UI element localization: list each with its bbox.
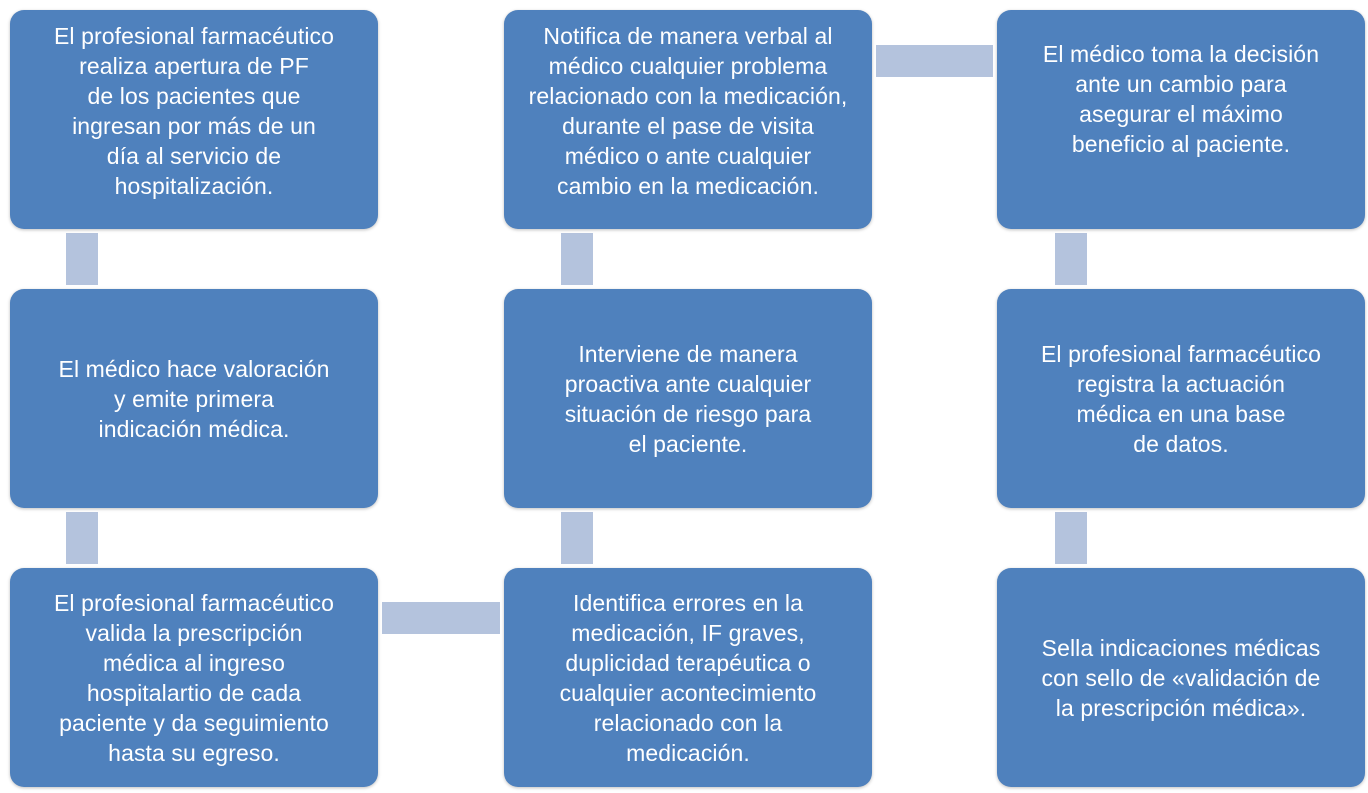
step-5-line: Interviene de manera <box>578 340 798 367</box>
step-4-line: duplicidad terapéutica o <box>565 649 811 676</box>
step-6-line: médico o ante cualquier <box>564 142 812 169</box>
connector-step7-step8 <box>1055 233 1087 285</box>
step-1-line: hospitalización. <box>114 172 274 199</box>
step-3-line: hospitalartio de cada <box>86 679 302 706</box>
step-3-line: hasta su egreso. <box>108 739 280 766</box>
connector-step4-step5 <box>561 512 593 564</box>
step-5-line: situación de riesgo para <box>564 400 812 427</box>
step-text-9: Sella indicaciones médicas con sello de … <box>1042 633 1321 723</box>
step-9-line: con sello de «validación de <box>1041 664 1321 691</box>
step-9-line: Sella indicaciones médicas <box>1041 634 1321 661</box>
step-6-line: médico cualquier problema <box>548 52 828 79</box>
step-7-line: ante un cambio para <box>1075 70 1287 97</box>
step-3-line: médica al ingreso <box>103 649 285 676</box>
step-text-3: El profesional farmacéutico valida la pr… <box>54 588 334 768</box>
step-1-line: realiza apertura de PF <box>79 52 309 79</box>
step-box-4: Identifica errores en la medicación, IF … <box>504 568 872 787</box>
connector-step5-step6 <box>561 233 593 285</box>
connector-step3-step4 <box>382 602 500 634</box>
step-7-line: beneficio al paciente. <box>1071 130 1291 157</box>
step-1-line: de los pacientes que <box>87 82 301 109</box>
connector-step6-step7 <box>876 45 993 77</box>
step-3-line: El profesional farmacéutico <box>53 589 335 616</box>
step-1-line: El profesional farmacéutico <box>53 22 335 49</box>
step-7-line: asegurar el máximo <box>1079 100 1283 127</box>
step-text-1: El profesional farmacéutico realiza aper… <box>54 21 334 201</box>
step-box-7: El médico toma la decisión ante un cambi… <box>997 10 1365 229</box>
step-9-line: la prescripción médica». <box>1055 694 1307 721</box>
step-text-5: Interviene de manera proactiva ante cual… <box>565 339 812 459</box>
step-1-line: ingresan por más de un <box>72 112 316 139</box>
step-box-8: El profesional farmacéutico registra la … <box>997 289 1365 508</box>
step-6-line: relacionado con la medicación, <box>528 82 848 109</box>
step-text-6: Notifica de manera verbal al médico cual… <box>529 21 848 201</box>
step-text-4: Identifica errores en la medicación, IF … <box>560 588 817 768</box>
connector-step8-step9 <box>1055 512 1087 564</box>
step-7-line: El médico toma la decisión <box>1042 40 1320 67</box>
step-1-line: día al servicio de <box>106 142 282 169</box>
step-4-line: Identifica errores en la <box>573 589 803 616</box>
step-box-5: Interviene de manera proactiva ante cual… <box>504 289 872 508</box>
connector-step1-step2 <box>66 233 98 285</box>
step-5-line: proactiva ante cualquier <box>564 370 812 397</box>
step-5-line: el paciente. <box>628 430 748 457</box>
step-3-line: valida la prescripción <box>85 619 303 646</box>
step-8-line: de datos. <box>1133 430 1229 457</box>
step-4-line: medicación. <box>626 739 750 766</box>
step-8-line: registra la actuación <box>1077 370 1285 397</box>
step-text-8: El profesional farmacéutico registra la … <box>1041 339 1321 459</box>
step-6-line: durante el pase de visita <box>562 112 814 139</box>
step-4-line: cualquier acontecimiento <box>559 679 817 706</box>
step-4-line: relacionado con la <box>593 709 783 736</box>
step-4-line: medicación, IF graves, <box>571 619 805 646</box>
step-text-7: El médico toma la decisión ante un cambi… <box>1043 39 1319 159</box>
step-6-line: Notifica de manera verbal al <box>543 22 833 49</box>
connector-step2-step3 <box>66 512 98 564</box>
step-6-line: cambio en la medicación. <box>557 172 819 199</box>
step-8-line: médica en una base <box>1076 400 1286 427</box>
step-2-line: indicación médica. <box>98 415 290 442</box>
step-2-line: El médico hace valoración <box>58 355 330 382</box>
step-text-2: El médico hace valoración y emite primer… <box>59 354 330 444</box>
step-box-2: El médico hace valoración y emite primer… <box>10 289 378 508</box>
step-box-6: Notifica de manera verbal al médico cual… <box>504 10 872 229</box>
step-box-3: El profesional farmacéutico valida la pr… <box>10 568 378 787</box>
step-3-line: paciente y da seguimiento <box>59 709 329 736</box>
step-box-1: El profesional farmacéutico realiza aper… <box>10 10 378 229</box>
step-box-9: Sella indicaciones médicas con sello de … <box>997 568 1365 787</box>
step-2-line: y emite primera <box>114 385 274 412</box>
step-8-line: El profesional farmacéutico <box>1040 340 1322 367</box>
